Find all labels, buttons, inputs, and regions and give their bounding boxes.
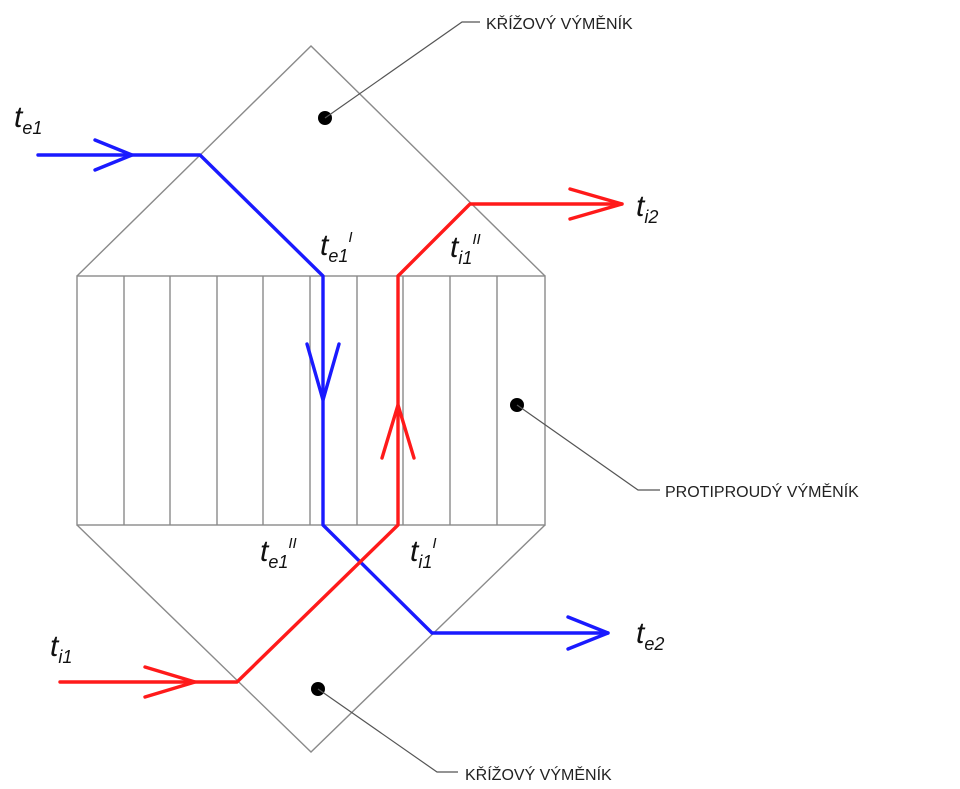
cold-stream-path [36,138,610,651]
counterflow-callout-leader [510,398,660,491]
top-cross-exchanger-label: KŘÍŽOVÝ VÝMĚNÍK [486,14,633,33]
bottom-callout-leader [311,682,458,773]
label-te1-prime: te1I [320,229,353,266]
counterflow-exchanger-block [76,275,546,526]
label-te1-double-prime: te1II [260,535,297,572]
top-cross-exchanger-outline [76,45,546,277]
arrow-head [568,187,624,221]
arrow-head [566,615,610,651]
top-callout-leader [318,21,480,125]
label-ti2: ti2 [636,190,658,227]
arrow-head [305,342,341,402]
warm-stream-path [58,187,624,699]
bottom-cross-exchanger-outline [76,524,546,753]
arrow-head [143,665,197,699]
label-ti1-double-prime: ti1II [450,231,481,268]
label-ti1-prime: ti1I [410,535,437,572]
label-te2: te2 [636,617,664,654]
arrow-head [93,138,134,172]
bottom-cross-exchanger-label: KŘÍŽOVÝ VÝMĚNÍK [465,765,612,784]
arrow-head [380,403,416,460]
label-te1: te1 [14,101,42,138]
counterflow-exchanger-label: PROTIPROUDÝ VÝMĚNÍK [665,482,859,501]
label-ti1: ti1 [50,630,72,667]
